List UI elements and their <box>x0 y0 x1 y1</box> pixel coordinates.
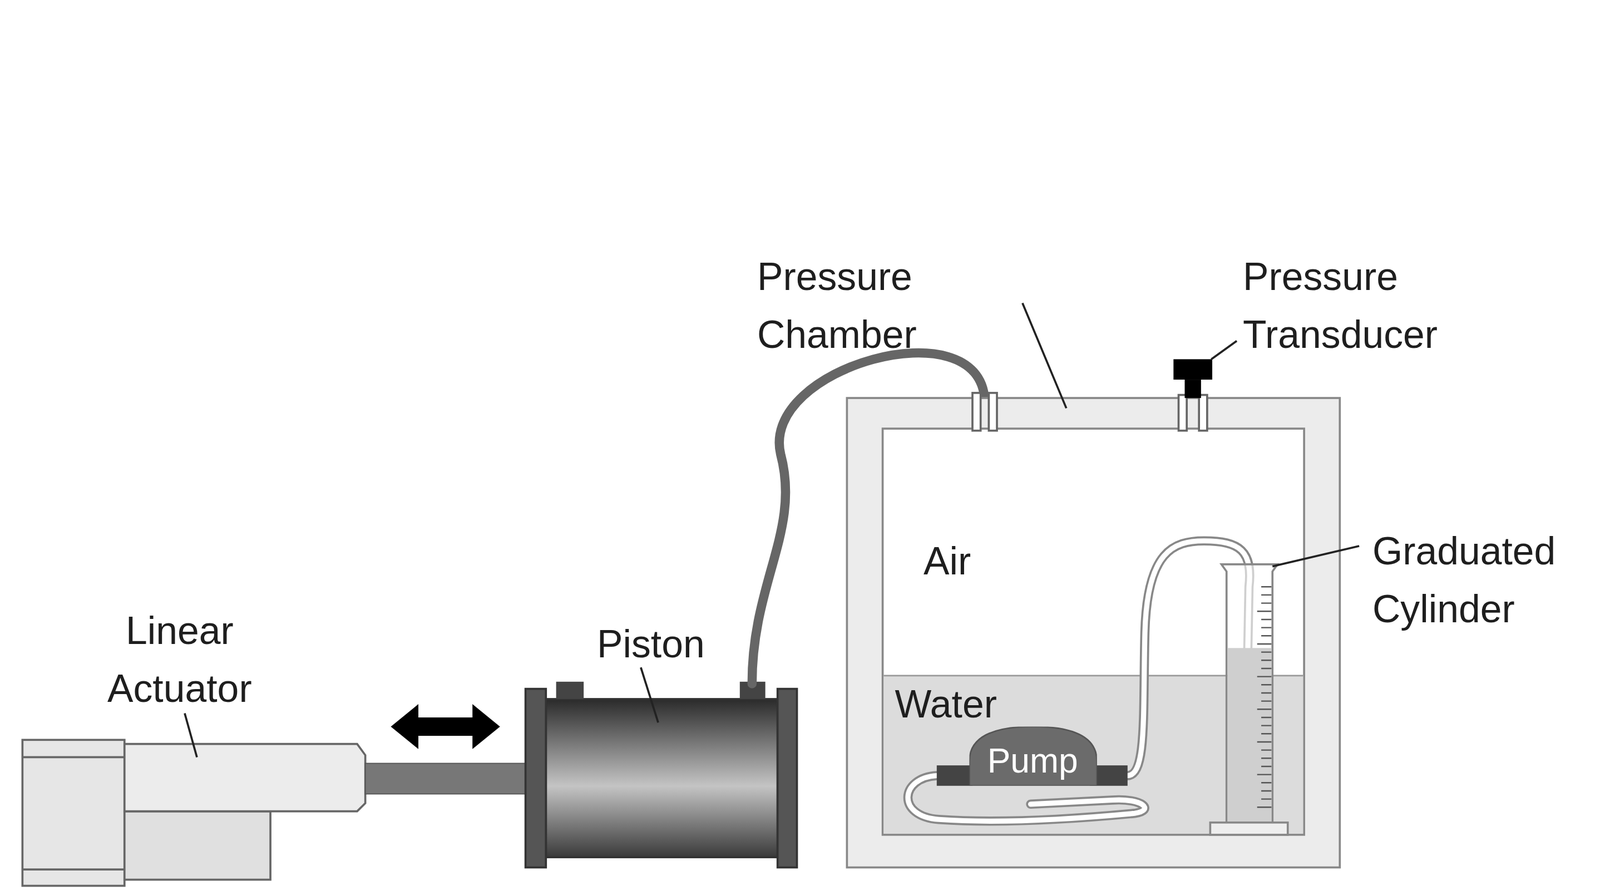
callout-label: Pressure Transducer <box>1242 248 1438 365</box>
linear-actuator <box>22 739 125 886</box>
linear-actuator <box>124 743 366 812</box>
graduated-cylinder <box>1210 822 1288 835</box>
leader-lines <box>1211 340 1237 359</box>
motion-arrow <box>390 703 500 749</box>
pressure-chamber <box>988 392 997 431</box>
linear-actuator <box>22 867 125 871</box>
piston <box>545 698 778 857</box>
pump-dome <box>969 726 1097 785</box>
callout-label: Pressure Chamber <box>757 248 917 365</box>
linear-actuator <box>22 756 125 759</box>
graduated-cylinder <box>1257 586 1272 807</box>
linear-actuator <box>365 762 529 794</box>
callout-label: Piston <box>596 615 705 674</box>
leader-lines <box>184 303 1360 758</box>
piston <box>556 681 585 699</box>
pump-tubing <box>936 764 973 786</box>
callout-label: Graduated Cylinder <box>1372 522 1556 639</box>
graduated-cylinder <box>1221 564 1278 825</box>
piston <box>525 681 798 868</box>
pressure-chamber <box>1198 394 1208 431</box>
piston <box>777 688 798 868</box>
linear-actuator <box>124 811 271 880</box>
leader-lines <box>1022 303 1067 409</box>
leader-lines <box>640 667 659 723</box>
pressure-transducer <box>1173 358 1213 398</box>
pressure-transducer <box>1184 379 1202 398</box>
linear-actuator <box>22 739 529 886</box>
motion-arrow <box>390 703 500 749</box>
pressure-chamber <box>1178 394 1188 431</box>
pressure-chamber <box>846 397 1340 867</box>
region-label: Water <box>895 675 997 734</box>
pump-tubing <box>907 540 1250 821</box>
piston <box>525 688 547 868</box>
leader-lines <box>1272 545 1360 567</box>
graduated-cylinder <box>1210 564 1288 835</box>
leader-lines <box>184 713 197 758</box>
pressure-transducer <box>1173 358 1213 380</box>
pressure-chamber <box>882 428 1305 835</box>
callout-label: Linear Actuator <box>107 601 253 719</box>
pressure-chamber <box>972 392 981 431</box>
graduated-cylinder <box>1227 647 1272 823</box>
pressure-chamber <box>846 392 1340 868</box>
pump-body: Pump <box>969 726 1097 785</box>
region-label: Air <box>923 532 971 591</box>
pump-label: Pump <box>969 739 1097 782</box>
